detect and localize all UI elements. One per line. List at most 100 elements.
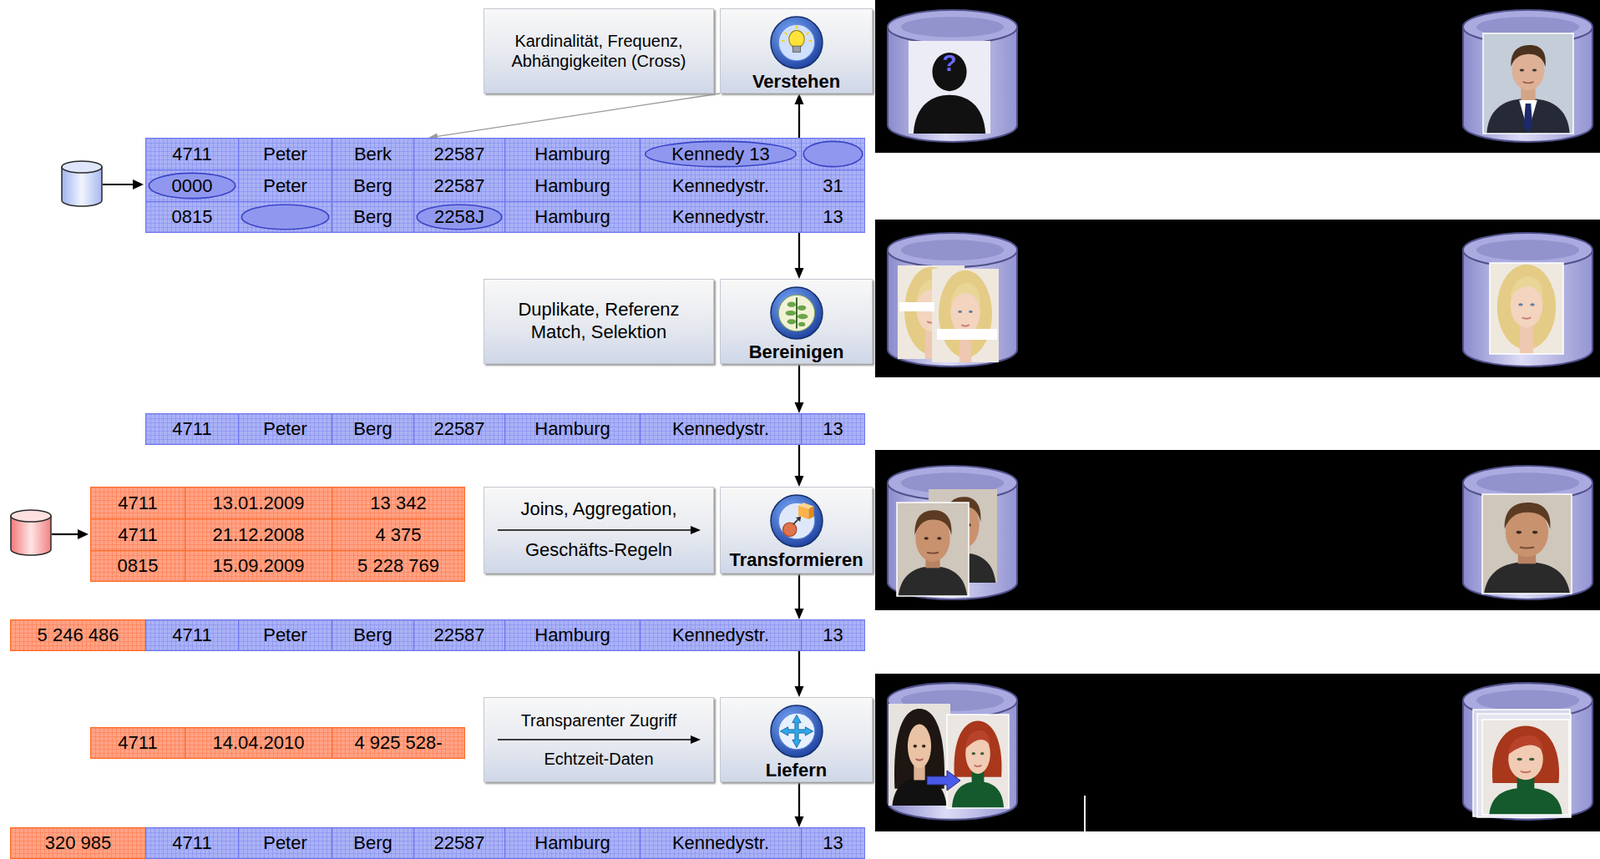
cell-value: 4711 bbox=[172, 145, 212, 164]
stage-box: Transformieren bbox=[719, 486, 873, 574]
cell-value: Kennedystr. bbox=[672, 834, 770, 853]
database-cylinder bbox=[1463, 465, 1593, 600]
photo-frame bbox=[946, 714, 1009, 809]
photo-frame bbox=[896, 502, 969, 597]
data-table: 4711PeterBerk22587HamburgKennedy 130000P… bbox=[145, 137, 866, 233]
blue-table-cell: Berg bbox=[331, 827, 415, 859]
orange-table-cell: 4 925 528- bbox=[331, 727, 466, 760]
cell-value: Hamburg bbox=[534, 177, 610, 196]
cell-value: Hamburg bbox=[534, 420, 610, 439]
arrow-head bbox=[794, 402, 805, 414]
description-text: Kardinalität, Frequenz, Abhängigkeiten (… bbox=[493, 30, 704, 72]
stage-label: Bereinigen bbox=[749, 341, 845, 365]
cell-value: 4711 bbox=[172, 834, 212, 853]
blue-table-cell bbox=[800, 137, 866, 171]
person-photo bbox=[1483, 33, 1574, 134]
gap-bar bbox=[936, 329, 998, 340]
cell-value: 31 bbox=[822, 177, 843, 196]
cell-value: 22587 bbox=[433, 626, 485, 645]
person-photo bbox=[931, 268, 999, 363]
person-photo bbox=[946, 714, 1009, 809]
cell-value: Kennedy 13 bbox=[671, 145, 770, 164]
description-text: Duplikate, Referenz Match, Selektion bbox=[493, 298, 704, 345]
blue-table-cell: 4711 bbox=[145, 413, 239, 446]
cell-value: 15.09.2009 bbox=[212, 556, 304, 576]
blue-table-cell: 13 bbox=[800, 619, 866, 652]
cell-value: 22587 bbox=[433, 834, 485, 853]
blue-table-cell: Berk bbox=[331, 137, 415, 171]
cell-value: 4711 bbox=[172, 626, 212, 645]
blue-table-cell: Hamburg bbox=[504, 619, 641, 652]
svg-ellipse bbox=[61, 161, 102, 173]
cell-value: Peter bbox=[263, 420, 308, 439]
database-cylinder bbox=[1463, 10, 1593, 142]
blue-table-cell: Kennedystr. bbox=[639, 169, 802, 203]
cell-value: 4711 bbox=[117, 526, 157, 545]
cell-value: 14.04.2010 bbox=[212, 734, 304, 753]
person-photo bbox=[888, 703, 951, 806]
cell-value: 13.01.2009 bbox=[212, 494, 304, 513]
source-database bbox=[61, 161, 102, 207]
stage-icon bbox=[769, 15, 825, 71]
blue-table-cell: Hamburg bbox=[504, 201, 641, 233]
blue-table-cell: 0000 bbox=[145, 169, 239, 203]
orange-table-cell: 320 985 bbox=[10, 827, 147, 859]
database-cylinder bbox=[1463, 232, 1593, 367]
cell-value: 13 bbox=[822, 207, 843, 227]
cell-value: 0000 bbox=[172, 177, 213, 196]
database-cylinder bbox=[887, 683, 1018, 821]
cell-value: 0815 bbox=[117, 556, 159, 576]
data-table: 4711 14.04.2010 4 925 528- bbox=[90, 727, 466, 760]
cell-value: Hamburg bbox=[534, 145, 610, 164]
cell-value: 2258J bbox=[434, 207, 485, 227]
blue-table-cell: Kennedystr. bbox=[639, 619, 802, 652]
flow-connector bbox=[794, 445, 805, 487]
blue-table-cell: Hamburg bbox=[504, 827, 641, 859]
blue-table-cell: 22587 bbox=[413, 619, 506, 652]
arrow-head bbox=[794, 686, 805, 698]
flow-connector bbox=[794, 573, 805, 620]
cell-value: Peter bbox=[263, 177, 308, 196]
photo-frame bbox=[1473, 709, 1570, 817]
flow-connector bbox=[428, 93, 720, 140]
black-panel bbox=[875, 450, 1600, 611]
blue-table-cell: Berg bbox=[331, 619, 415, 652]
cell-value: Hamburg bbox=[534, 834, 610, 853]
blue-table-cell: Berg bbox=[331, 201, 415, 233]
highlight-ellipse-shape bbox=[803, 141, 863, 167]
stage-icon bbox=[769, 493, 825, 549]
cell-value: Hamburg bbox=[534, 207, 610, 227]
blue-table-cell: Peter bbox=[237, 413, 333, 446]
person-photo bbox=[1489, 263, 1564, 355]
blue-table-cell: 13 bbox=[800, 413, 866, 446]
orange-table-cell: 4711 bbox=[90, 727, 186, 760]
stage-box: Verstehen bbox=[719, 8, 873, 94]
cell-value: Kennedystr. bbox=[672, 207, 770, 227]
connector-line bbox=[798, 445, 800, 476]
blue-table-cell: Berg bbox=[331, 169, 415, 203]
description-text: Transparenter Zugriff bbox=[521, 710, 678, 731]
blue-table-cell: Hamburg bbox=[504, 137, 641, 171]
gap-bar bbox=[899, 302, 935, 312]
connector-line bbox=[437, 93, 720, 137]
cell-value: 13 bbox=[822, 834, 843, 853]
orange-table-cell: 5 228 769 bbox=[331, 550, 466, 583]
flow-connector bbox=[794, 782, 805, 828]
blue-table-cell: Peter bbox=[237, 619, 333, 652]
feed-arrow-line bbox=[102, 183, 134, 186]
blue-table-cell bbox=[237, 201, 333, 233]
blue-table-cell: Peter bbox=[237, 827, 333, 859]
cell-value: 13 bbox=[822, 626, 843, 645]
cell-value: 320 985 bbox=[45, 834, 112, 853]
data-table: 471113.01.200913 342471121.12.20084 3750… bbox=[90, 486, 466, 583]
connector-line bbox=[798, 232, 800, 269]
connector-line bbox=[798, 573, 800, 609]
cell-value: 0815 bbox=[172, 207, 213, 227]
person-photo bbox=[896, 502, 969, 597]
cell-value: 22587 bbox=[433, 145, 485, 164]
cell-value: Berg bbox=[353, 207, 392, 227]
photo-frame bbox=[1477, 713, 1571, 818]
stage-label: Verstehen bbox=[752, 70, 841, 94]
blue-table-cell: 13 bbox=[800, 827, 866, 859]
